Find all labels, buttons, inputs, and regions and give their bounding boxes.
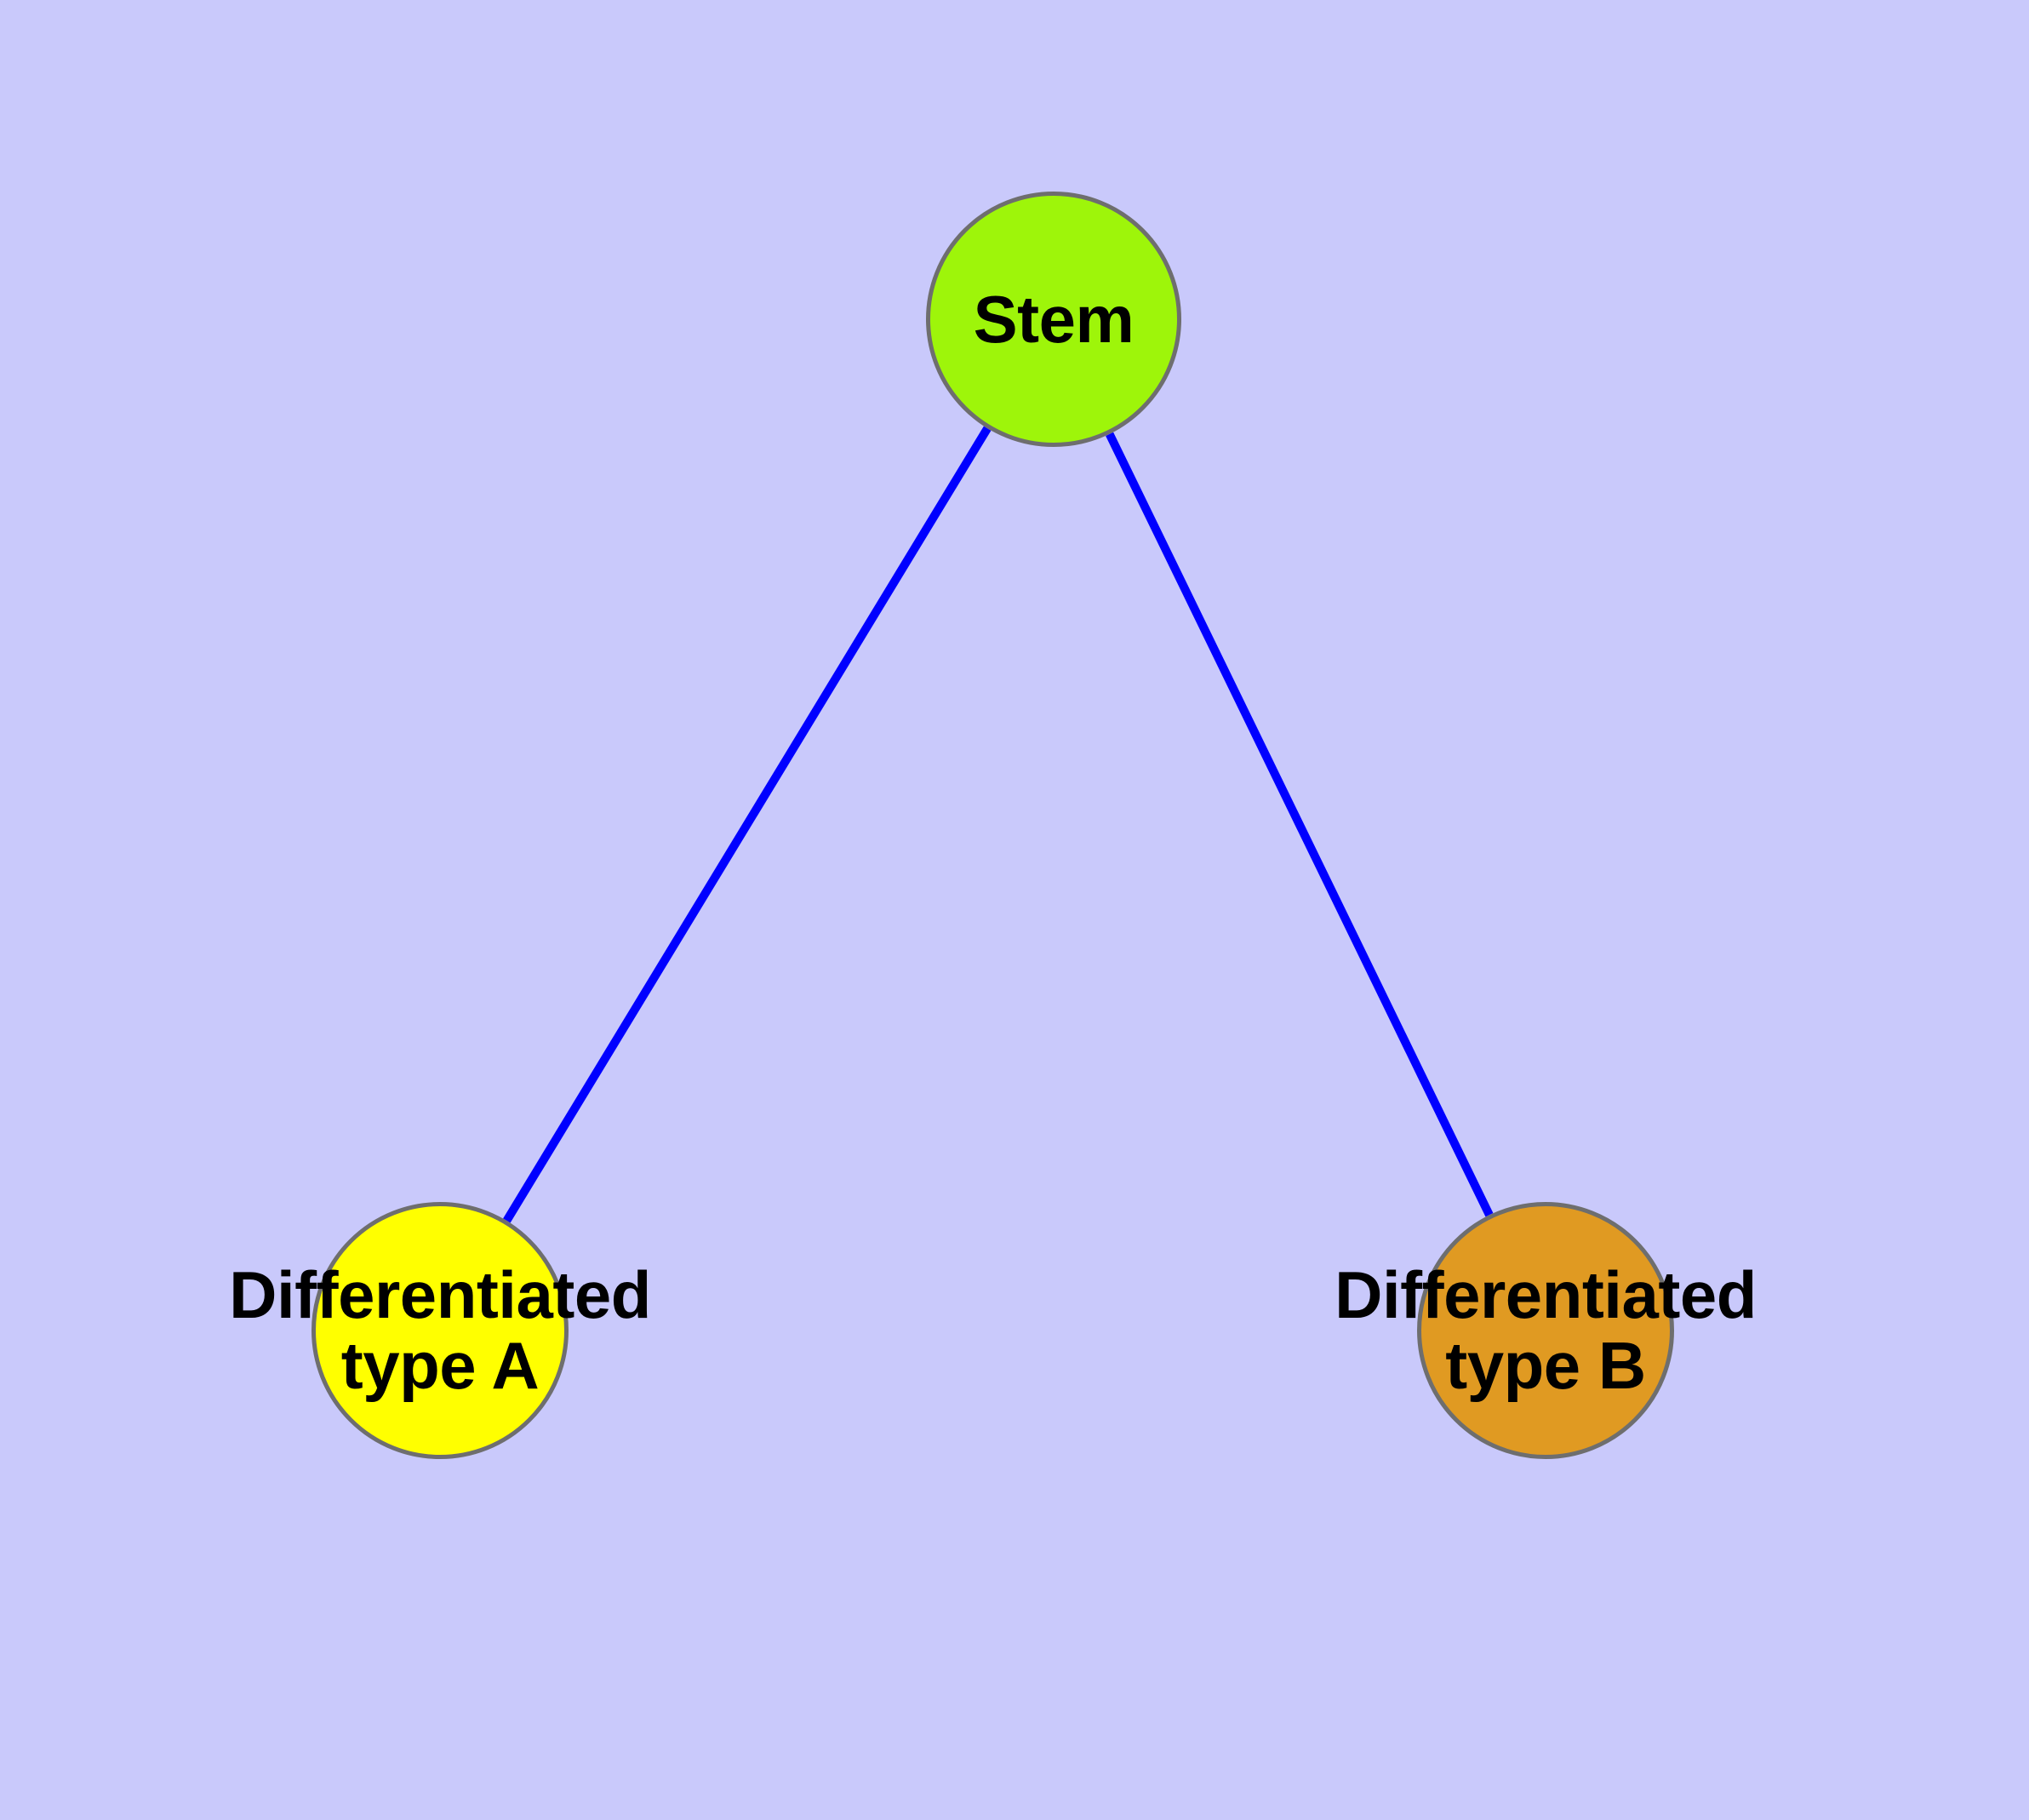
- node-stem[interactable]: [926, 192, 1181, 447]
- node-differentiated-type-a[interactable]: [311, 1202, 569, 1459]
- edge-stem-to-differentiated-type-b[interactable]: [1106, 432, 1494, 1217]
- edge-stem-to-differentiated-type-a[interactable]: [503, 426, 992, 1223]
- node-differentiated-type-b[interactable]: [1417, 1202, 1674, 1459]
